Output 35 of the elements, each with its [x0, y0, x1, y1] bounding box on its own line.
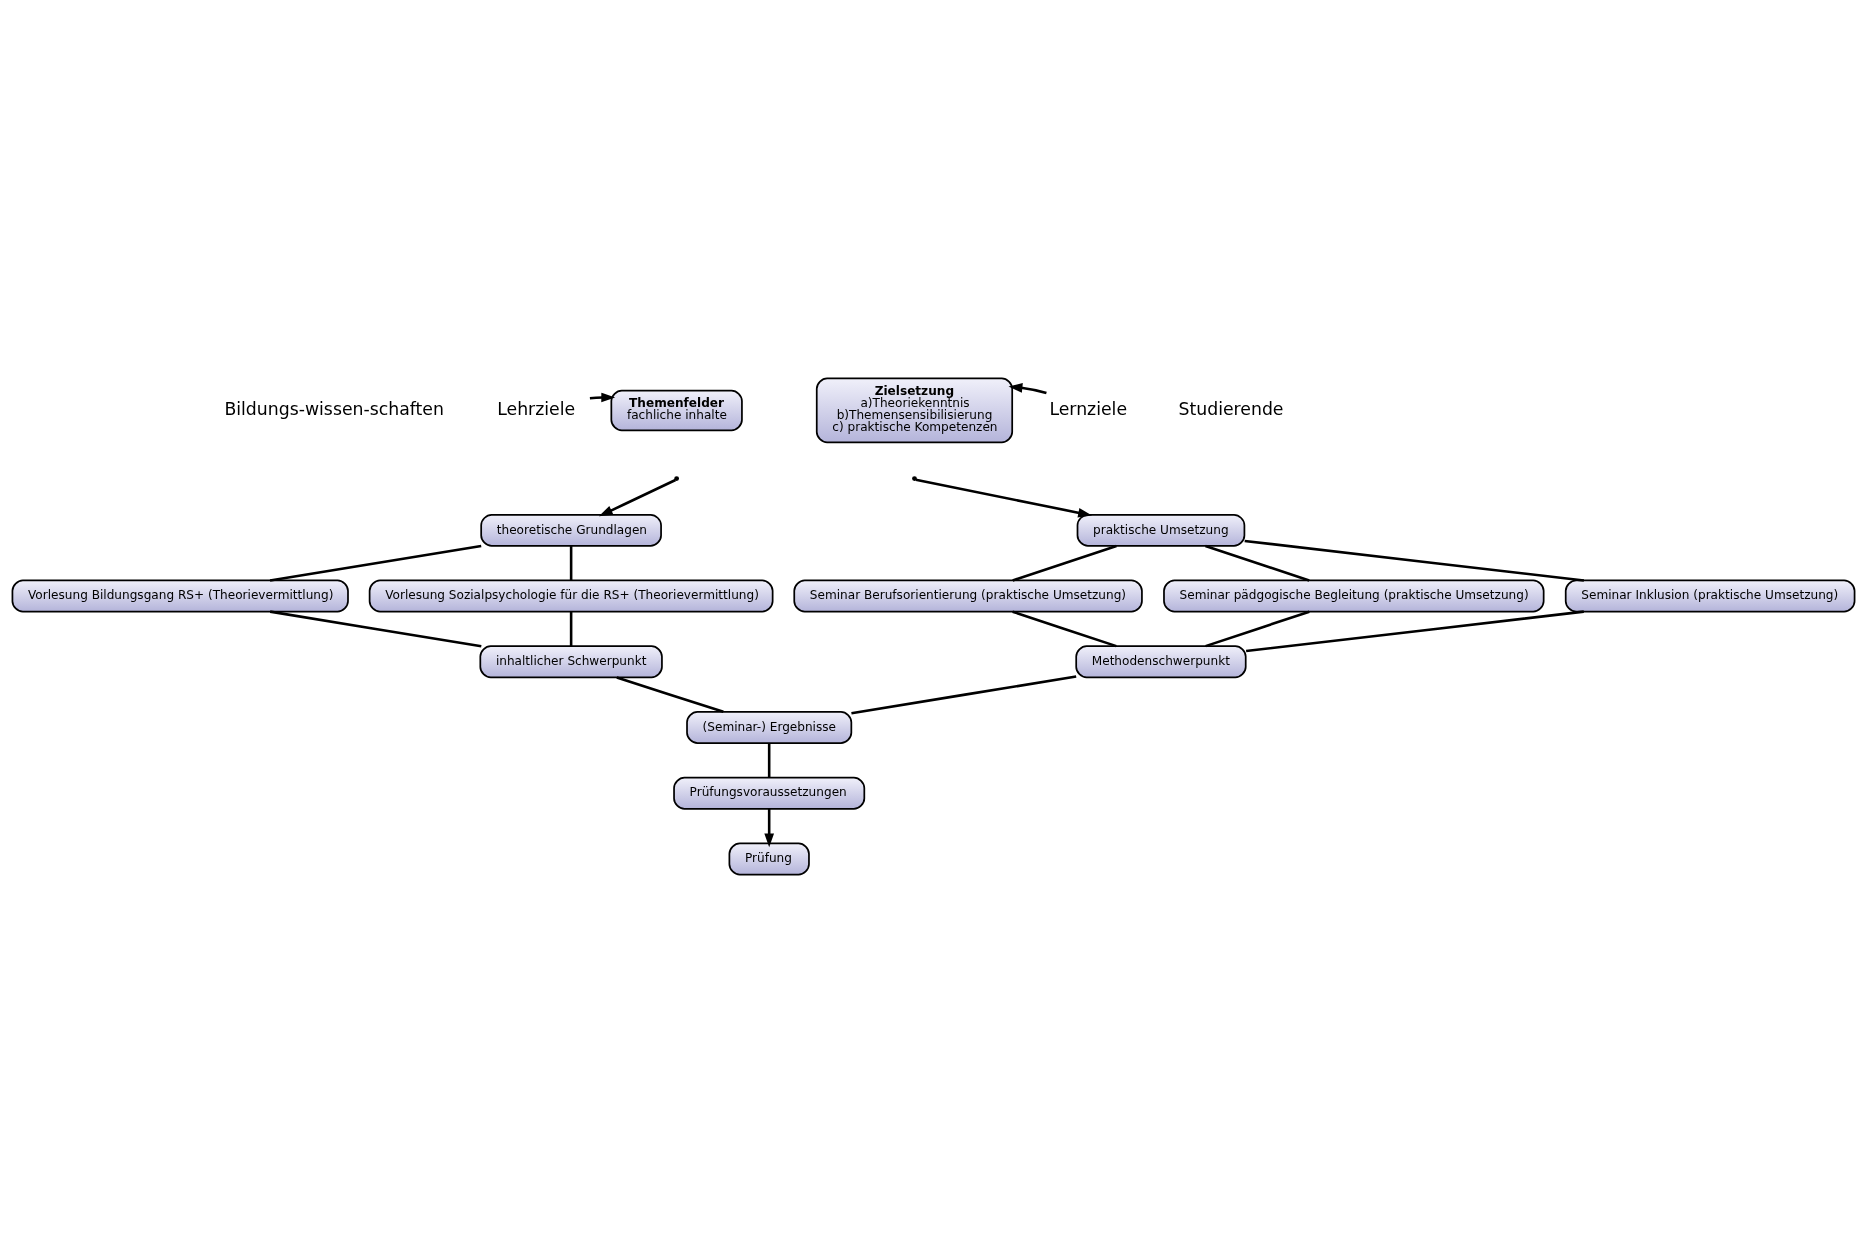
- connector: [569, 546, 573, 581]
- node-box: Themenfelder fachliche inhalte: [610, 389, 743, 432]
- node-box: Seminar Berufsorientierung (praktische Umsetzung): [793, 579, 1143, 613]
- node-box: theoretische Grundlagen: [480, 513, 662, 547]
- node-box: Vorlesung Sozialpsychologie für die RS+ (Theorievermittlung): [368, 579, 774, 613]
- connector: [269, 544, 482, 582]
- connector: [851, 675, 1077, 715]
- node-box: praktische Umsetzung: [1076, 513, 1246, 547]
- node-text: Lernziele: [1049, 398, 1128, 419]
- node-box: (Seminar-) Ergebnisse: [686, 711, 853, 744]
- node-text: Lehrziele: [497, 398, 576, 419]
- node-box: Methodenschwerpunkt: [1075, 645, 1247, 679]
- node-box: inhaltlicher Schwerpunkt: [479, 645, 663, 679]
- label: Studierende: [1178, 398, 1284, 419]
- connector: [1012, 610, 1117, 648]
- node-box: Vorlesung Bildungsgang RS+ (Theorievermittlung): [11, 579, 349, 613]
- arrow: [598, 478, 676, 517]
- connector: [616, 676, 724, 714]
- node-box: Prüfung: [728, 842, 810, 876]
- arrow: [915, 478, 1093, 518]
- arrow: [764, 808, 775, 848]
- connector: [1245, 610, 1584, 653]
- node-box: Zielsetzung a)Theoriekenntnis b)Themensensibilisierung c) praktische Kompetenzen: [815, 377, 1014, 444]
- node-box: Seminar pädgogische Begleitung (praktische Umsetzung): [1163, 579, 1545, 613]
- connector: [569, 611, 573, 647]
- label: Bildungs-wissen-schaften: [224, 398, 444, 419]
- node-box: Prüfungsvoraussetzungen: [673, 776, 866, 810]
- connector: [767, 743, 771, 778]
- connector: [1205, 544, 1310, 582]
- arrow: [1008, 383, 1047, 395]
- connector: [1012, 544, 1117, 582]
- node-box: Seminar Inklusion (praktische Umsetzung): [1564, 579, 1856, 613]
- connector: [1244, 539, 1585, 582]
- connector: [269, 610, 482, 648]
- connector: [1205, 610, 1310, 648]
